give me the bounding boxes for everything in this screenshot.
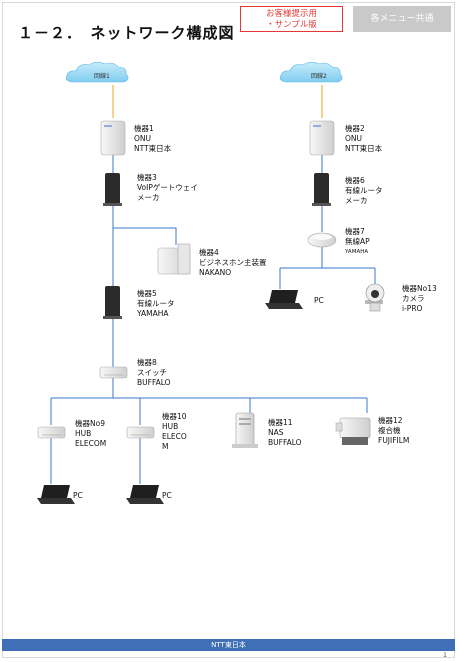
label-device7-line2: 無線AP bbox=[345, 237, 370, 246]
onu-icon-device2 bbox=[309, 120, 335, 156]
label-device11: 機器11 NAS BUFFALO bbox=[268, 418, 302, 448]
hub-icon-device10 bbox=[126, 426, 155, 439]
label-device8-line1: 機器8 bbox=[137, 358, 157, 367]
label-device4: 機器4 ビジネスホン主装置 NAKANO bbox=[199, 248, 267, 278]
label-device8: 機器8 スイッチ BUFFALO bbox=[137, 358, 171, 388]
camera-icon bbox=[365, 283, 385, 312]
label-device3-line2: VoIPゲートウェイ bbox=[137, 183, 198, 192]
sample-stamp-line2: ・サンプル版 bbox=[266, 20, 317, 30]
label-device6-line3: メーカ bbox=[345, 196, 368, 205]
label-device1-line1: 機器1 bbox=[134, 124, 154, 133]
business-phone-unit-icon bbox=[157, 243, 191, 275]
label-device1: 機器1 ONU NTT東日本 bbox=[134, 124, 171, 154]
cloud-icon-line2 bbox=[279, 61, 343, 83]
cloud-icon-line1 bbox=[65, 61, 129, 83]
label-device4-line1: 機器4 bbox=[199, 248, 219, 257]
label-device5-line1: 機器5 bbox=[137, 289, 157, 298]
label-device13: 機器No13 カメラ i-PRO bbox=[402, 284, 437, 314]
label-device12-line3: FUJIFILM bbox=[378, 436, 410, 445]
label-device9-line2: HUB bbox=[75, 429, 92, 438]
page-number: 1 bbox=[443, 652, 447, 659]
label-device2-line2: ONU bbox=[345, 134, 363, 143]
label-device7-line3: YAMAHA bbox=[345, 249, 369, 255]
label-device4-line2: ビジネスホン主装置 bbox=[199, 258, 267, 267]
switch-icon bbox=[99, 366, 128, 379]
label-pc-hub9: PC bbox=[73, 491, 83, 500]
label-device10-line2: HUB bbox=[162, 422, 179, 431]
label-device3: 機器3 VoIPゲートウェイ メーカ bbox=[137, 173, 198, 203]
common-menu-badge: 各メニュー共通 bbox=[353, 6, 451, 32]
label-device3-line1: 機器3 bbox=[137, 173, 157, 182]
label-device12: 機器12 複合機 FUJIFILM bbox=[378, 416, 409, 446]
laptop-icon-hub9 bbox=[37, 485, 75, 504]
laptop-icon-hub10 bbox=[126, 485, 164, 504]
label-device13-line3: i-PRO bbox=[402, 304, 423, 313]
label-pc-hub10: PC bbox=[162, 491, 172, 500]
label-device1-line2: ONU bbox=[134, 134, 152, 143]
label-device2: 機器2 ONU NTT東日本 bbox=[345, 124, 382, 154]
label-device4-line3: NAKANO bbox=[199, 268, 232, 277]
laptop-icon-wireless bbox=[265, 290, 303, 309]
wireless-ap-icon bbox=[307, 232, 337, 248]
router-icon-device5 bbox=[103, 286, 122, 319]
sample-stamp: お客様提示用 ・サンプル版 bbox=[240, 6, 343, 32]
label-device3-line3: メーカ bbox=[137, 193, 160, 202]
label-pc-wireless: PC bbox=[314, 296, 324, 305]
footer-bar: NTT東日本 bbox=[2, 639, 455, 651]
label-device12-line1: 機器12 bbox=[378, 416, 403, 425]
label-device10-line3: ELECO bbox=[162, 432, 187, 441]
label-device7-line1: 機器7 bbox=[345, 227, 365, 236]
label-device2-line3: NTT東日本 bbox=[345, 144, 383, 153]
hub-icon-device9 bbox=[37, 426, 66, 439]
label-device6: 機器6 有線ルータ メーカ bbox=[345, 176, 383, 206]
cloud-label-line2: 回線2 bbox=[311, 72, 327, 80]
lan-links-right bbox=[279, 155, 376, 289]
label-device6-line1: 機器6 bbox=[345, 176, 365, 185]
label-device10-line4: M bbox=[162, 442, 169, 451]
cloud-label-line1: 回線1 bbox=[94, 72, 110, 80]
printer-icon bbox=[335, 417, 371, 445]
label-device1-line3: NTT東日本 bbox=[134, 144, 172, 153]
router-icon-device6 bbox=[312, 173, 331, 206]
label-device9: 機器No9 HUB ELECOM bbox=[75, 419, 106, 449]
label-device11-line3: BUFFALO bbox=[268, 438, 302, 447]
sample-stamp-line1: お客様提示用 bbox=[265, 9, 317, 19]
nas-icon bbox=[232, 412, 258, 448]
label-device5-line2: 有線ルータ bbox=[137, 299, 175, 308]
label-device9-line1: 機器No9 bbox=[75, 419, 105, 428]
label-device10: 機器10 HUB ELECO M bbox=[162, 412, 187, 452]
label-device11-line1: 機器11 bbox=[268, 418, 293, 427]
label-device6-line2: 有線ルータ bbox=[345, 186, 383, 195]
label-device2-line1: 機器2 bbox=[345, 124, 365, 133]
label-device11-line2: NAS bbox=[268, 428, 284, 437]
page-border bbox=[2, 2, 455, 658]
label-device9-line3: ELECOM bbox=[75, 439, 107, 448]
page-title: １－２． ネットワーク構成図 bbox=[18, 24, 235, 42]
voip-gateway-icon bbox=[103, 173, 122, 206]
onu-icon-device1 bbox=[100, 120, 126, 156]
label-device5-line3: YAMAHA bbox=[137, 309, 169, 318]
label-device12-line2: 複合機 bbox=[378, 426, 401, 435]
lan-links-left bbox=[50, 155, 368, 484]
label-device13-line2: カメラ bbox=[402, 294, 425, 303]
label-device8-line2: スイッチ bbox=[137, 368, 167, 377]
label-device10-line1: 機器10 bbox=[162, 412, 187, 421]
label-device7: 機器7 無線AP YAMAHA bbox=[345, 227, 370, 257]
label-device5: 機器5 有線ルータ YAMAHA bbox=[137, 289, 175, 319]
label-device13-line1: 機器No13 bbox=[402, 284, 437, 293]
label-device8-line3: BUFFALO bbox=[137, 378, 171, 387]
